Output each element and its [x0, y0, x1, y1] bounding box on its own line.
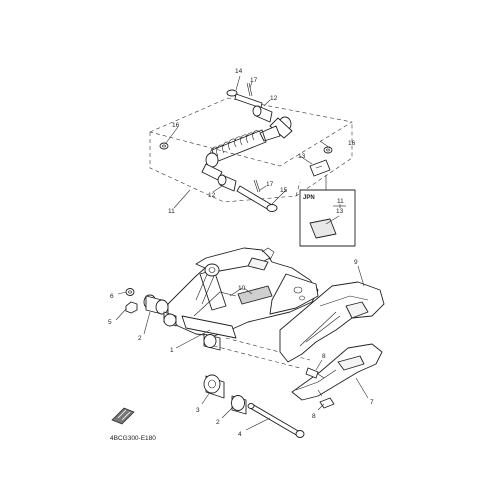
callout-3: 3: [196, 407, 200, 414]
sticker-part-10: [237, 285, 273, 305]
callout-13: 13: [298, 153, 306, 160]
callout-9: 9: [354, 259, 358, 266]
front-direction-icon: [111, 407, 135, 425]
shock-dashed-link: [295, 181, 301, 197]
swingarm-group: [115, 247, 319, 369]
washer-right-part-16: [323, 146, 333, 154]
callout-10: 10: [238, 285, 246, 292]
chain-guard-part-7: [291, 343, 383, 401]
bolt-lower-part-8: [317, 389, 335, 411]
callout-15: 15: [280, 187, 288, 194]
rear-shock-group: [149, 75, 353, 212]
upper-bushing-part-12: [252, 105, 273, 123]
callout-8-lower: 8: [312, 413, 316, 420]
cotter-pin-lower-part-17: [253, 179, 261, 193]
callout-5: 5: [108, 319, 112, 326]
upper-bolt-part-14: [226, 89, 263, 109]
diagram-code: 4BCG300-E180: [110, 435, 156, 442]
callout-17-lower: 17: [266, 181, 274, 188]
pivot-bushing-right: [203, 333, 221, 351]
pivot-bushing-left: [143, 294, 177, 327]
pivot-shaft-part-4: [245, 403, 305, 438]
cotter-pin-upper-part-17: [246, 82, 253, 97]
inset-callout-11: 11: [337, 198, 344, 205]
callout-4: 4: [238, 431, 242, 438]
nut-part-5: [125, 301, 138, 314]
lower-bolt-part-15: [236, 185, 278, 212]
shock-absorber-body: [201, 116, 293, 181]
callout-12-upper: 12: [270, 95, 278, 102]
callout-17-upper: 17: [250, 77, 258, 84]
callout-16-left: 16: [172, 122, 180, 129]
bushing-large-part-3: [201, 374, 225, 405]
callout-2-upper: 2: [138, 335, 142, 342]
callout-14: 14: [235, 68, 243, 75]
chain-case-part-9: [279, 265, 385, 363]
jpn-label-sticker: [309, 218, 337, 239]
callout-11: 11: [168, 208, 175, 215]
callout-7: 7: [370, 399, 374, 406]
shock-dashed-box-top: [149, 97, 353, 167]
inset-callout-13: 13: [336, 208, 344, 215]
bolt-upper-part-8: [305, 359, 325, 379]
jpn-inset: JPN 11 13: [299, 175, 356, 247]
cap-part-6: [125, 288, 135, 296]
callout-16-right: 16: [348, 140, 356, 147]
callout-8-upper: 8: [322, 353, 326, 360]
callout-2-lower: 2: [216, 419, 220, 426]
shock-dashed-box-side: [149, 122, 353, 203]
washer-left-part-16: [159, 142, 169, 150]
bushing-small-part-2: [221, 395, 247, 419]
lower-bushing-part-12: [217, 174, 237, 192]
label-tag-part-13: [309, 159, 331, 177]
inset-label: JPN: [303, 195, 315, 201]
callout-6: 6: [110, 293, 114, 300]
callout-1: 1: [170, 347, 174, 354]
callout-12-lower: 12: [208, 192, 216, 199]
